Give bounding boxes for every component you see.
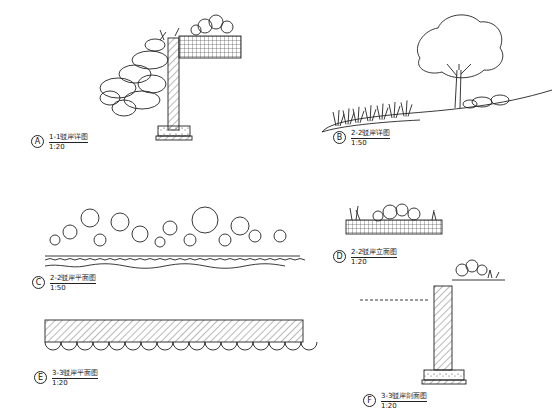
detail-letter: E: [38, 374, 43, 382]
detail-circle: C: [32, 276, 45, 289]
grass-tuft: [365, 105, 376, 121]
detail-circle: A: [31, 135, 44, 148]
scale-note: 1:50: [351, 140, 367, 148]
grass-tuft: [353, 107, 364, 123]
detail-title: 3-3驳岸剖面图: [381, 393, 427, 402]
detail-circle: D: [333, 250, 346, 263]
scallop-edge: [45, 342, 317, 350]
grass-tuft: [401, 100, 412, 116]
grass-tuft: [377, 104, 388, 120]
detail-title: 1-1驳岸详图: [49, 134, 88, 143]
scale-note: 1:20: [52, 380, 68, 388]
detail-letter: A: [35, 138, 40, 146]
detail-title: 2-2驳岸立面图: [351, 249, 397, 258]
grass-tuft: [333, 110, 344, 126]
grass-tuft: [343, 108, 354, 124]
detail-letter: C: [36, 279, 42, 287]
scale-note: 1:50: [50, 285, 66, 293]
detail-letter: B: [337, 134, 343, 142]
scale-note: 1:20: [49, 144, 65, 152]
scale-note: 1:20: [381, 403, 397, 411]
grass-tuft: [389, 102, 400, 118]
detail-circle: B: [333, 131, 346, 144]
detail-letter: D: [336, 253, 342, 261]
detail-title: 2-2驳岸平面图: [50, 275, 96, 284]
detail-circle: F: [363, 394, 376, 407]
water-line: [45, 259, 305, 261]
detail-title: 3-3驳岸平面图: [52, 370, 98, 379]
detail-title: 2-2驳岸详图: [351, 130, 390, 139]
scale-note: 1:20: [351, 259, 367, 267]
detail-letter: F: [367, 397, 372, 405]
detail-circle: E: [34, 371, 47, 384]
